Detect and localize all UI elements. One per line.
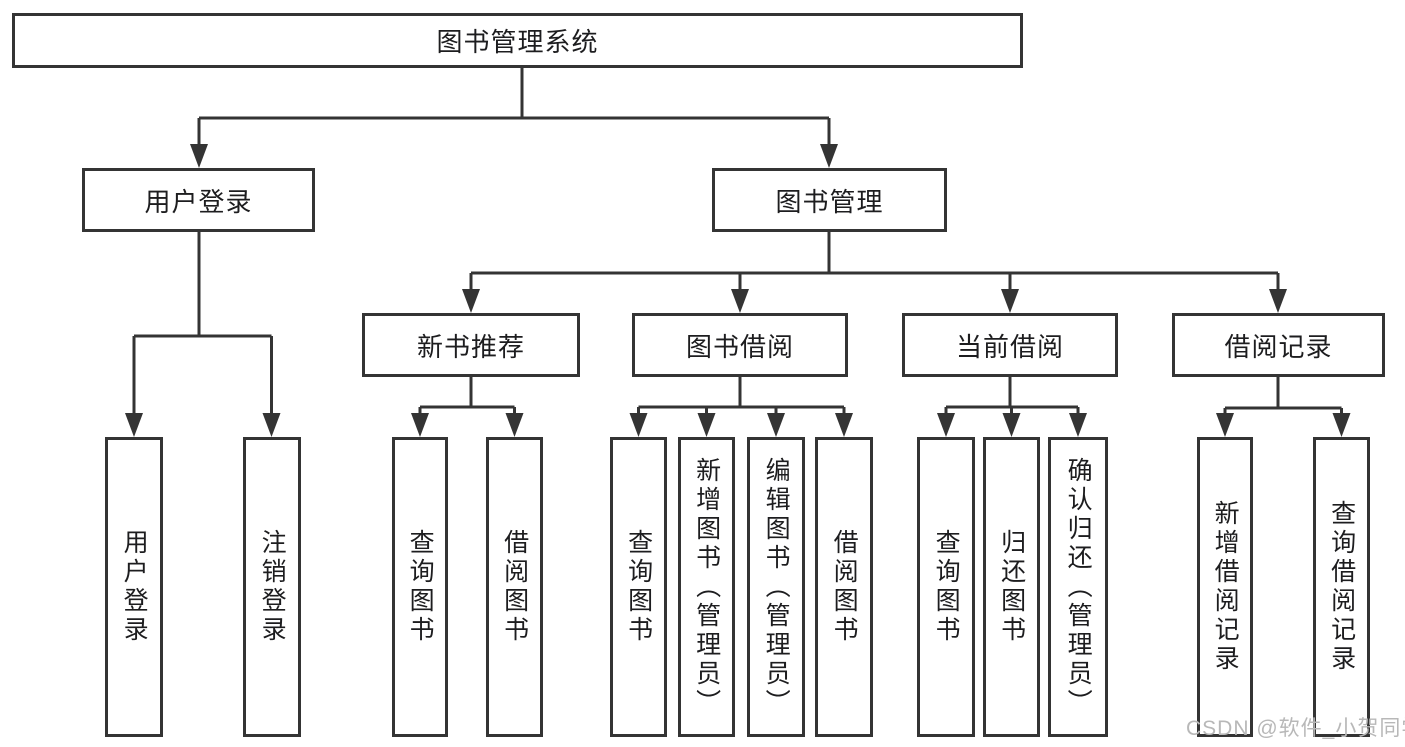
leaf-label: 查询图书 xyxy=(406,529,435,645)
leaf-label: 查询图书 xyxy=(932,529,961,645)
leaf-query-books-borrowing: 查询图书 xyxy=(610,437,667,737)
node-book-borrowing: 图书借阅 xyxy=(632,313,848,377)
leaf-borrow-books: 借阅图书 xyxy=(815,437,873,737)
leaf-label: 确认归还（管理员） xyxy=(1064,456,1093,718)
leaf-label: 用户登录 xyxy=(120,529,149,645)
node-book-management: 图书管理 xyxy=(712,168,947,232)
leaf-label: 查询借阅记录 xyxy=(1327,500,1356,674)
leaf-query-books-current: 查询图书 xyxy=(917,437,975,737)
leaf-label: 注销登录 xyxy=(258,529,287,645)
arrowheads xyxy=(125,144,1351,437)
node-current-borrowing: 当前借阅 xyxy=(902,313,1118,377)
node-user-login: 用户登录 xyxy=(82,168,315,232)
node-borrow-records: 借阅记录 xyxy=(1172,313,1385,377)
leaf-add-books-admin: 新增图书（管理员） xyxy=(678,437,735,737)
leaf-query-borrow-record: 查询借阅记录 xyxy=(1313,437,1370,737)
leaf-label: 新增借阅记录 xyxy=(1211,500,1240,674)
leaf-label: 查询图书 xyxy=(624,529,653,645)
node-new-book-recommendation: 新书推荐 xyxy=(362,313,580,377)
leaf-label: 编辑图书（管理员） xyxy=(762,456,791,718)
leaf-edit-books-admin: 编辑图书（管理员） xyxy=(747,437,805,737)
leaf-borrow-books-recommend: 借阅图书 xyxy=(486,437,543,737)
csdn-watermark: CSDN @软件_小贺同学 xyxy=(1186,717,1405,740)
leaf-label: 借阅图书 xyxy=(500,529,529,645)
leaf-confirm-return-admin: 确认归还（管理员） xyxy=(1048,437,1108,737)
leaf-label: 新增图书（管理员） xyxy=(692,456,721,718)
leaf-query-books-recommend: 查询图书 xyxy=(392,437,448,737)
leaf-add-borrow-record: 新增借阅记录 xyxy=(1197,437,1253,737)
leaf-label: 借阅图书 xyxy=(830,529,859,645)
leaf-logout: 注销登录 xyxy=(243,437,301,737)
leaf-return-books: 归还图书 xyxy=(983,437,1040,737)
node-root-library-management-system: 图书管理系统 xyxy=(12,13,1023,68)
tree-edges xyxy=(132,68,1343,416)
leaf-user-login: 用户登录 xyxy=(105,437,163,737)
leaf-label: 归还图书 xyxy=(997,529,1026,645)
